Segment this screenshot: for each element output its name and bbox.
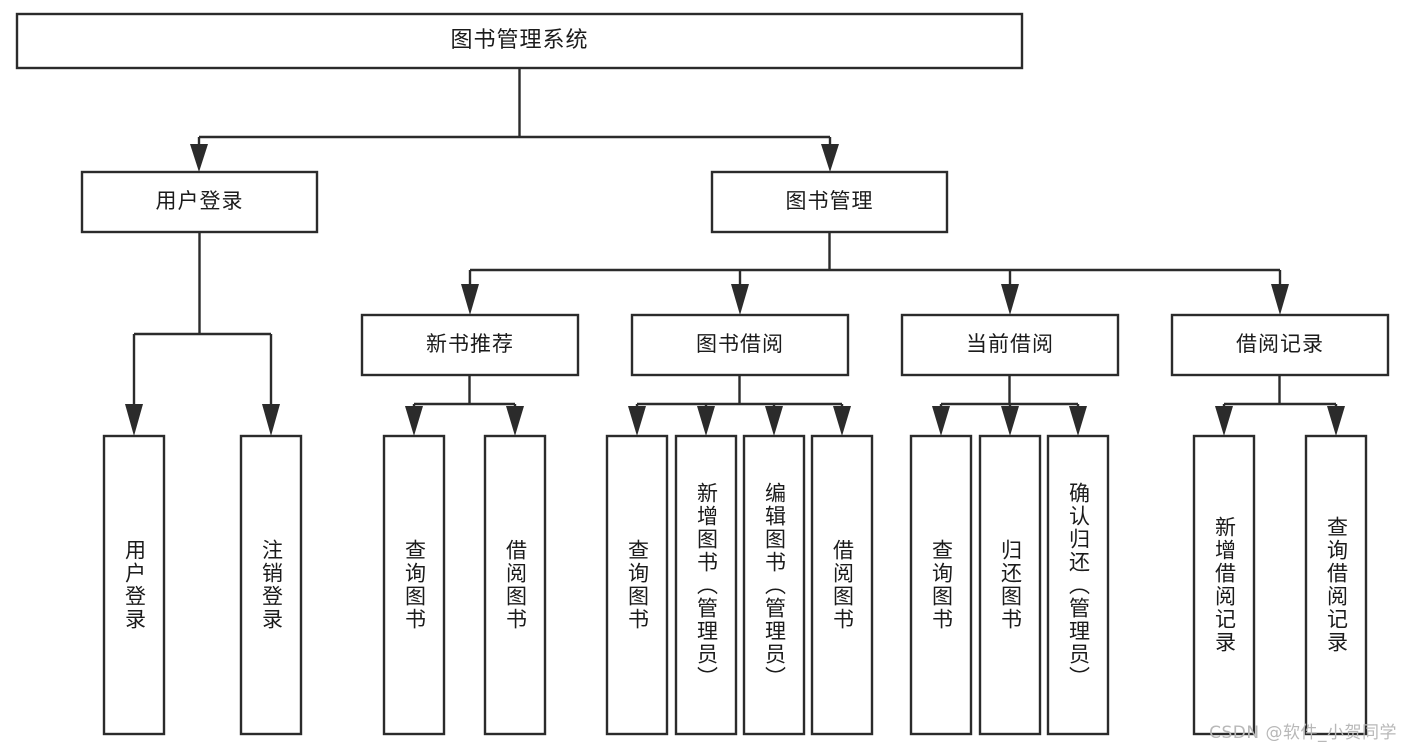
arrow-bm-to-borrow-record xyxy=(1271,284,1289,315)
node-user-login-box[interactable] xyxy=(80,170,319,234)
arrow-user-login-to-leaf1 xyxy=(125,404,143,436)
node-leaf-borrow-book-1-box[interactable] xyxy=(483,434,547,736)
arrow-bb-to-leaf3 xyxy=(765,406,783,436)
node-leaf-query-record-box[interactable] xyxy=(1304,434,1368,736)
node-leaf-add-book-box[interactable] xyxy=(674,434,738,736)
arrow-br-to-leaf1 xyxy=(1215,406,1233,436)
node-leaf-query-book-2-box[interactable] xyxy=(605,434,669,736)
arrow-nbr-to-leaf1 xyxy=(405,406,423,436)
node-leaf-logout-box[interactable] xyxy=(239,434,303,736)
arrow-bb-to-leaf4 xyxy=(833,406,851,436)
node-leaf-confirm-return-box[interactable] xyxy=(1046,434,1110,736)
arrow-cb-to-leaf2 xyxy=(1001,406,1019,436)
arrow-nbr-to-leaf2 xyxy=(506,406,524,436)
node-leaf-query-book-1-box[interactable] xyxy=(382,434,446,736)
node-leaf-user-login-box[interactable] xyxy=(102,434,166,736)
node-leaf-edit-book-box[interactable] xyxy=(742,434,806,736)
arrow-br-to-leaf2 xyxy=(1327,406,1345,436)
node-borrow-record-box[interactable] xyxy=(1170,313,1390,377)
arrow-cb-to-leaf1 xyxy=(932,406,950,436)
arrow-bb-to-leaf2 xyxy=(697,406,715,436)
arrow-root-to-user-login xyxy=(190,144,208,172)
node-leaf-borrow-book-2-box[interactable] xyxy=(810,434,874,736)
node-book-borrow-box[interactable] xyxy=(630,313,850,377)
arrow-user-login-to-leaf2 xyxy=(262,404,280,436)
node-book-manage-box[interactable] xyxy=(710,170,949,234)
node-leaf-return-book-box[interactable] xyxy=(978,434,1042,736)
node-root-box[interactable] xyxy=(15,12,1024,70)
arrow-bm-to-current-borrow xyxy=(1001,284,1019,315)
node-leaf-add-record-box[interactable] xyxy=(1192,434,1256,736)
arrow-cb-to-leaf3 xyxy=(1069,406,1087,436)
node-new-book-rec-box[interactable] xyxy=(360,313,580,377)
arrow-root-to-book-manage xyxy=(821,144,839,172)
node-current-borrow-box[interactable] xyxy=(900,313,1120,377)
arrow-bm-to-new-book-rec xyxy=(461,284,479,315)
arrow-bm-to-book-borrow xyxy=(731,284,749,315)
arrow-bb-to-leaf1 xyxy=(628,406,646,436)
node-leaf-query-book-3-box[interactable] xyxy=(909,434,973,736)
